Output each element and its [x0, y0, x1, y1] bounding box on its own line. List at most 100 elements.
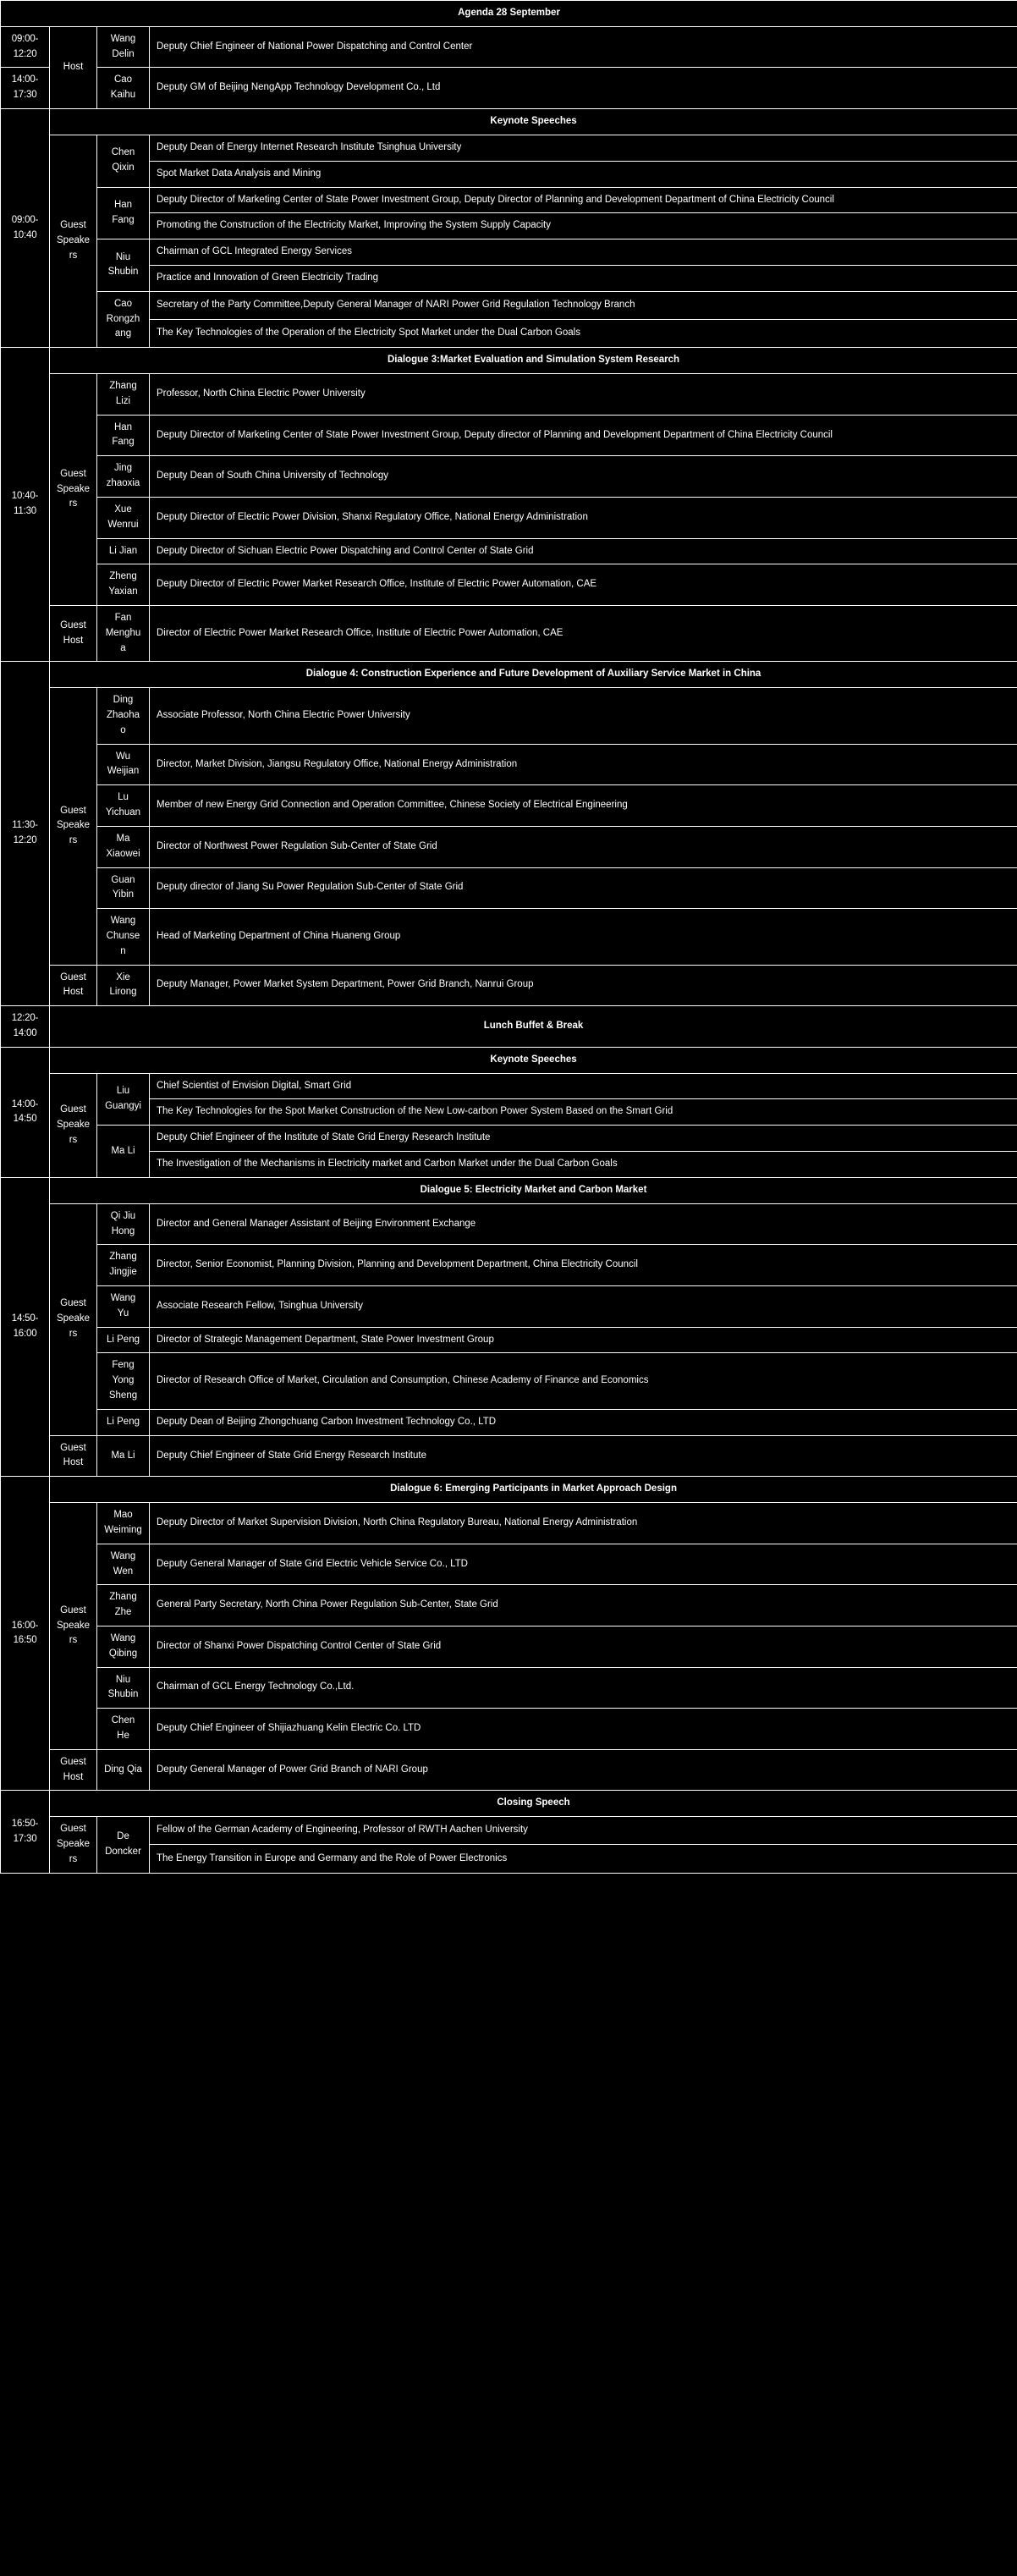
table-row: The Key Technologies of the Operation of…: [1, 318, 1017, 349]
speaker-description: Deputy Dean of Beijing Zhongchuang Carbo…: [148, 1408, 1017, 1436]
role-label: Guest Speakers: [49, 134, 97, 349]
time-slot: 14:00-14:50: [0, 1046, 50, 1178]
table-row: Han Fang Deputy Director of Marketing Ce…: [1, 414, 1017, 457]
speaker-name: Liu Guangyi: [96, 1072, 150, 1126]
time-slot: 09:00-12:20: [0, 25, 50, 69]
speaker-name: Ma Li: [96, 1434, 150, 1478]
speaker-name: Li Peng: [96, 1326, 150, 1354]
speech-topic: The Investigation of the Mechanisms in E…: [148, 1151, 1017, 1178]
section-title-dialogue5: Dialogue 5: Electricity Market and Carbo…: [48, 1176, 1017, 1204]
table-row: Xue Wenrui Deputy Director of Electric P…: [1, 496, 1017, 539]
table-row: Li Jian Deputy Director of Sichuan Elect…: [1, 537, 1017, 565]
speaker-name: Zhang Zhe: [96, 1584, 150, 1627]
table-row: Wang Wen Deputy General Manager of State…: [1, 1543, 1017, 1586]
table-row: Guest Speakers Chen Qixin Deputy Dean of…: [1, 134, 1017, 349]
section-title-dialogue6: Dialogue 6: Emerging Participants in Mar…: [48, 1476, 1017, 1504]
speaker-description: Director, Market Division, Jiangsu Regul…: [148, 743, 1017, 786]
speaker-name: Zheng Yaxian: [96, 564, 150, 606]
speaker-name: Mao Weiming: [96, 1502, 150, 1544]
table-row: Feng Yong Sheng Director of Research Off…: [1, 1352, 1017, 1410]
speaker-name: Wang Chunsen: [96, 908, 150, 966]
table-row: Guest Speakers De Doncker Fellow of the …: [1, 1816, 1017, 1874]
speaker-name: Niu Shubin: [96, 1666, 150, 1709]
section-title-dialogue3: Dialogue 3:Market Evaluation and Simulat…: [48, 347, 1017, 374]
speech-topic: The Energy Transition in Europe and Germ…: [148, 1844, 1017, 1874]
table-row: Guest Host Xie Lirong Deputy Manager, Po…: [1, 964, 1017, 1007]
speaker-description: Deputy Director of Market Supervision Di…: [148, 1502, 1017, 1544]
speaker-name: Li Jian: [96, 537, 150, 565]
table-row: Chen He Deputy Chief Engineer of Shijiaz…: [1, 1708, 1017, 1750]
speaker-name: Guan Yibin: [96, 867, 150, 910]
speaker-description: Deputy Chief Engineer of Shijiazhuang Ke…: [148, 1708, 1017, 1750]
speaker-name: Ma Li: [96, 1125, 150, 1178]
time-slot: 10:40-11:30: [0, 347, 50, 663]
page-title: Agenda 28 September: [0, 0, 1017, 27]
section-header-row: 09:00-10:40 Keynote Speeches: [0, 108, 1017, 349]
speech-topic: Spot Market Data Analysis and Mining: [148, 160, 1017, 188]
role-label: Guest Speakers: [49, 1072, 97, 1178]
speaker-name: Jing zhaoxia: [96, 455, 150, 498]
section-header-row: 16:50-17:30 Closing Speech: [0, 1790, 1017, 1874]
speaker-name: Cao Kaihu: [96, 67, 150, 110]
role-label: Guest Speakers: [49, 1816, 97, 1874]
table-row: Promoting the Construction of the Electr…: [1, 212, 1017, 240]
section-title-keynote-am: Keynote Speeches: [48, 108, 1017, 135]
role-label: Guest Speakers: [49, 1203, 97, 1436]
speaker-description: Deputy Manager, Power Market System Depa…: [148, 964, 1017, 1007]
table-row: Practice and Innovation of Green Electri…: [1, 264, 1017, 292]
speaker-name: De Doncker: [96, 1816, 150, 1874]
speaker-name: Wang Yu: [96, 1285, 150, 1328]
speaker-description: Director of Research Office of Market, C…: [148, 1352, 1017, 1410]
speaker-name: Li Peng: [96, 1408, 150, 1436]
table-row: Guan Yibin Deputy director of Jiang Su P…: [1, 867, 1017, 910]
table-row: Lu Yichuan Member of new Energy Grid Con…: [1, 784, 1017, 827]
speech-topic: Practice and Innovation of Green Electri…: [148, 264, 1017, 292]
section-header-row: 11:30-12:20 Dialogue 4: Construction Exp…: [0, 661, 1017, 1007]
section-header-row: 14:00-14:50 Keynote Speeches: [0, 1046, 1017, 1178]
speaker-description: Director, Senior Economist, Planning Div…: [148, 1244, 1017, 1286]
speaker-name: Wang Delin: [96, 25, 150, 69]
table-row: Zheng Yaxian Deputy Director of Electric…: [1, 564, 1017, 606]
speaker-description: Associate Professor, North China Electri…: [148, 687, 1017, 745]
table-row: Wang Qibing Director of Shanxi Power Dis…: [1, 1625, 1017, 1668]
speaker-name: Wu Weijian: [96, 743, 150, 786]
speaker-description: Director and General Manager Assistant o…: [148, 1203, 1017, 1246]
section-header-row: 16:00-16:50 Dialogue 6: Emerging Partici…: [0, 1476, 1017, 1792]
role-label: Host: [49, 25, 97, 110]
table-row: Zhang Jingjie Director, Senior Economist…: [1, 1244, 1017, 1286]
speaker-description: Chief Scientist of Envision Digital, Sma…: [148, 1072, 1017, 1100]
speaker-description: Secretary of the Party Committee,Deputy …: [148, 290, 1017, 320]
table-row: Guest Host Fan Menghua Director of Elect…: [1, 604, 1017, 663]
table-row: 09:00-12:20 Host Wang Delin Deputy Chief…: [0, 25, 1017, 110]
speaker-description: Professor, North China Electric Power Un…: [148, 373, 1017, 416]
section-header-row: 10:40-11:30 Dialogue 3:Market Evaluation…: [0, 347, 1017, 663]
speaker-name: Ding Zhaohao: [96, 687, 150, 745]
speaker-name: Ding Qia: [96, 1748, 150, 1792]
time-slot: 16:50-17:30: [0, 1790, 50, 1874]
table-row: Wu Weijian Director, Market Division, Ji…: [1, 743, 1017, 786]
speaker-description: Deputy General Manager of State Grid Ele…: [148, 1543, 1017, 1586]
speaker-description: Deputy Director of Sichuan Electric Powe…: [148, 537, 1017, 565]
speaker-description: Deputy Director of Electric Power Divisi…: [148, 496, 1017, 539]
role-label: Guest Host: [49, 964, 97, 1007]
time-slot: 14:50-16:00: [0, 1176, 50, 1478]
agenda-table: Agenda 28 September 09:00-12:20 Host Wan…: [0, 0, 1017, 1874]
speaker-description: Director of Strategic Management Departm…: [148, 1326, 1017, 1354]
table-row: Niu Shubin Chairman of GCL Energy Techno…: [1, 1666, 1017, 1709]
speaker-name: Lu Yichuan: [96, 784, 150, 827]
speaker-description: Deputy Director of Marketing Center of S…: [148, 414, 1017, 457]
speaker-description: Director of Electric Power Market Resear…: [148, 604, 1017, 663]
speaker-description: Deputy General Manager of Power Grid Bra…: [148, 1748, 1017, 1792]
speaker-description: Deputy director of Jiang Su Power Regula…: [148, 867, 1017, 910]
table-row: 14:00-17:30 Cao Kaihu Deputy GM of Beiji…: [0, 67, 1017, 110]
speaker-name: Zhang Jingjie: [96, 1244, 150, 1286]
speaker-description: Director of Shanxi Power Dispatching Con…: [148, 1625, 1017, 1668]
section-header-row: 14:50-16:00 Dialogue 5: Electricity Mark…: [0, 1176, 1017, 1478]
table-row: Guest Speakers Mao Weiming Deputy Direct…: [1, 1502, 1017, 1750]
agenda-title-row: Agenda 28 September: [0, 0, 1017, 27]
table-row: The Key Technologies for the Spot Market…: [1, 1098, 1017, 1126]
speaker-name: Zhang Lizi: [96, 373, 150, 416]
table-row: Cao Rongzhang Secretary of the Party Com…: [1, 290, 1017, 349]
table-row: The Energy Transition in Europe and Germ…: [1, 1844, 1017, 1874]
time-slot: 16:00-16:50: [0, 1476, 50, 1792]
